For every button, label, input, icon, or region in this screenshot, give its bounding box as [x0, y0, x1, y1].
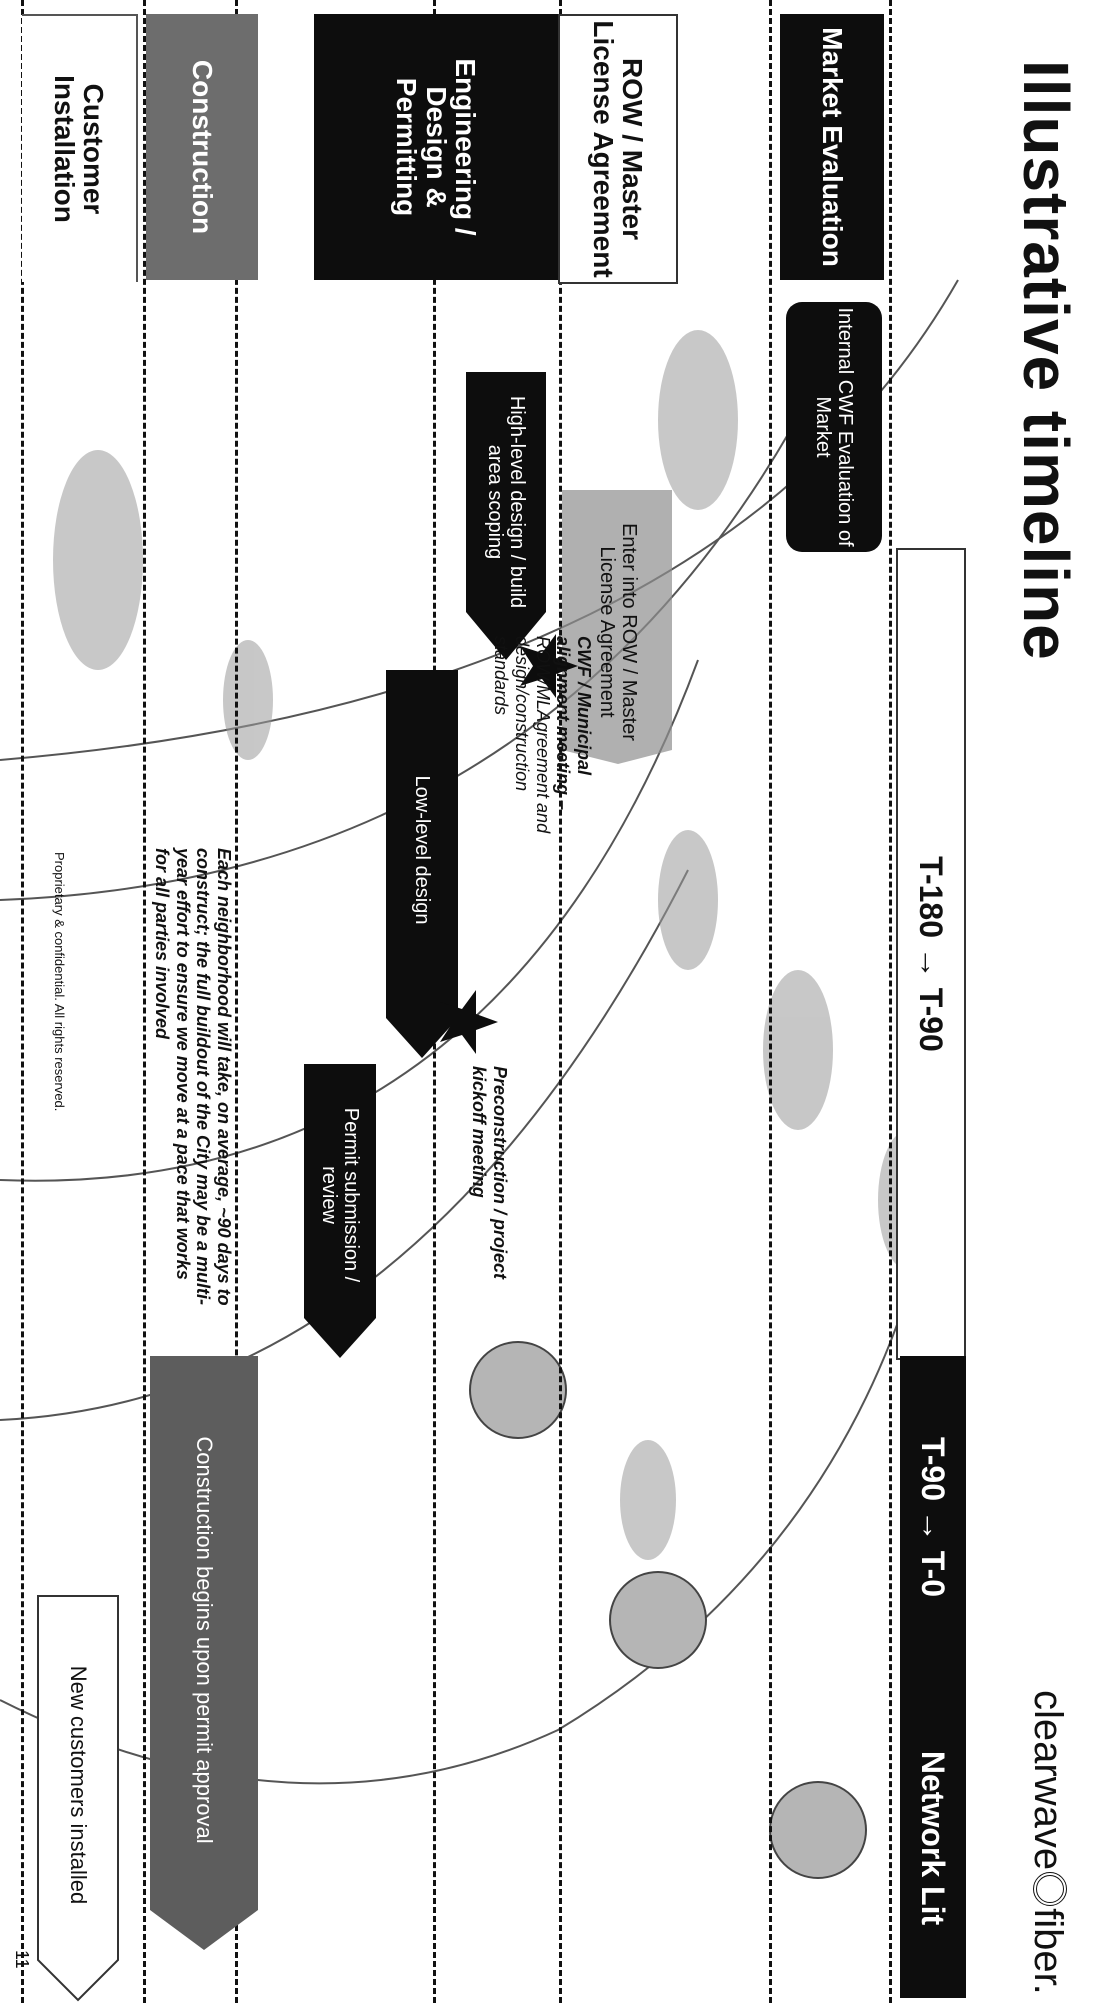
map-circle — [609, 1571, 707, 1669]
milestone-alignment-title: CWF / Municipal alignment meeting – — [553, 636, 594, 811]
task-arrow-customers — [37, 1595, 119, 2002]
task-arrow-high-level — [466, 372, 546, 660]
footer-text: Proprietary & confidential. All rights r… — [52, 852, 67, 1112]
map-blot — [223, 640, 273, 760]
page-number: 11 — [12, 1950, 32, 1969]
task-arrow-construction — [150, 1356, 258, 1950]
milestone-preconstruction: Preconstruction / project kickoff meetin… — [469, 1066, 510, 1280]
task-arrow-row — [562, 490, 672, 764]
map-blot — [53, 450, 143, 670]
duration-note: Each neighborhood will take, on average,… — [151, 848, 234, 1306]
map-blot — [658, 330, 738, 510]
map-circle — [469, 1341, 567, 1439]
map-circle — [769, 1781, 867, 1879]
milestone-alignment: CWF / Municipal alignment meeting – ROW/… — [491, 636, 594, 856]
task-high-level-design: High-level design / build area scoping — [484, 395, 528, 609]
map-blot — [620, 1440, 676, 1560]
task-new-customers: New customers installed — [66, 1665, 92, 1905]
task-low-level-design: Low-level design — [411, 775, 433, 925]
task-construction: Construction begins upon permit approval — [192, 1436, 218, 1844]
star-icon — [440, 990, 498, 1054]
star-icon — [520, 634, 578, 698]
arc-5 — [0, 869, 689, 1421]
map-blot — [763, 970, 833, 1130]
arc-4 — [0, 659, 699, 1182]
map-blot — [658, 830, 718, 970]
task-permit-review: Permit submission / review — [318, 1107, 362, 1283]
arc-3 — [0, 379, 819, 901]
task-arrow-low-level — [386, 670, 458, 1058]
task-arrow-permit — [304, 1064, 376, 1358]
milestone-alignment-text: ROW/MLAgreement and design/construction … — [491, 636, 553, 834]
